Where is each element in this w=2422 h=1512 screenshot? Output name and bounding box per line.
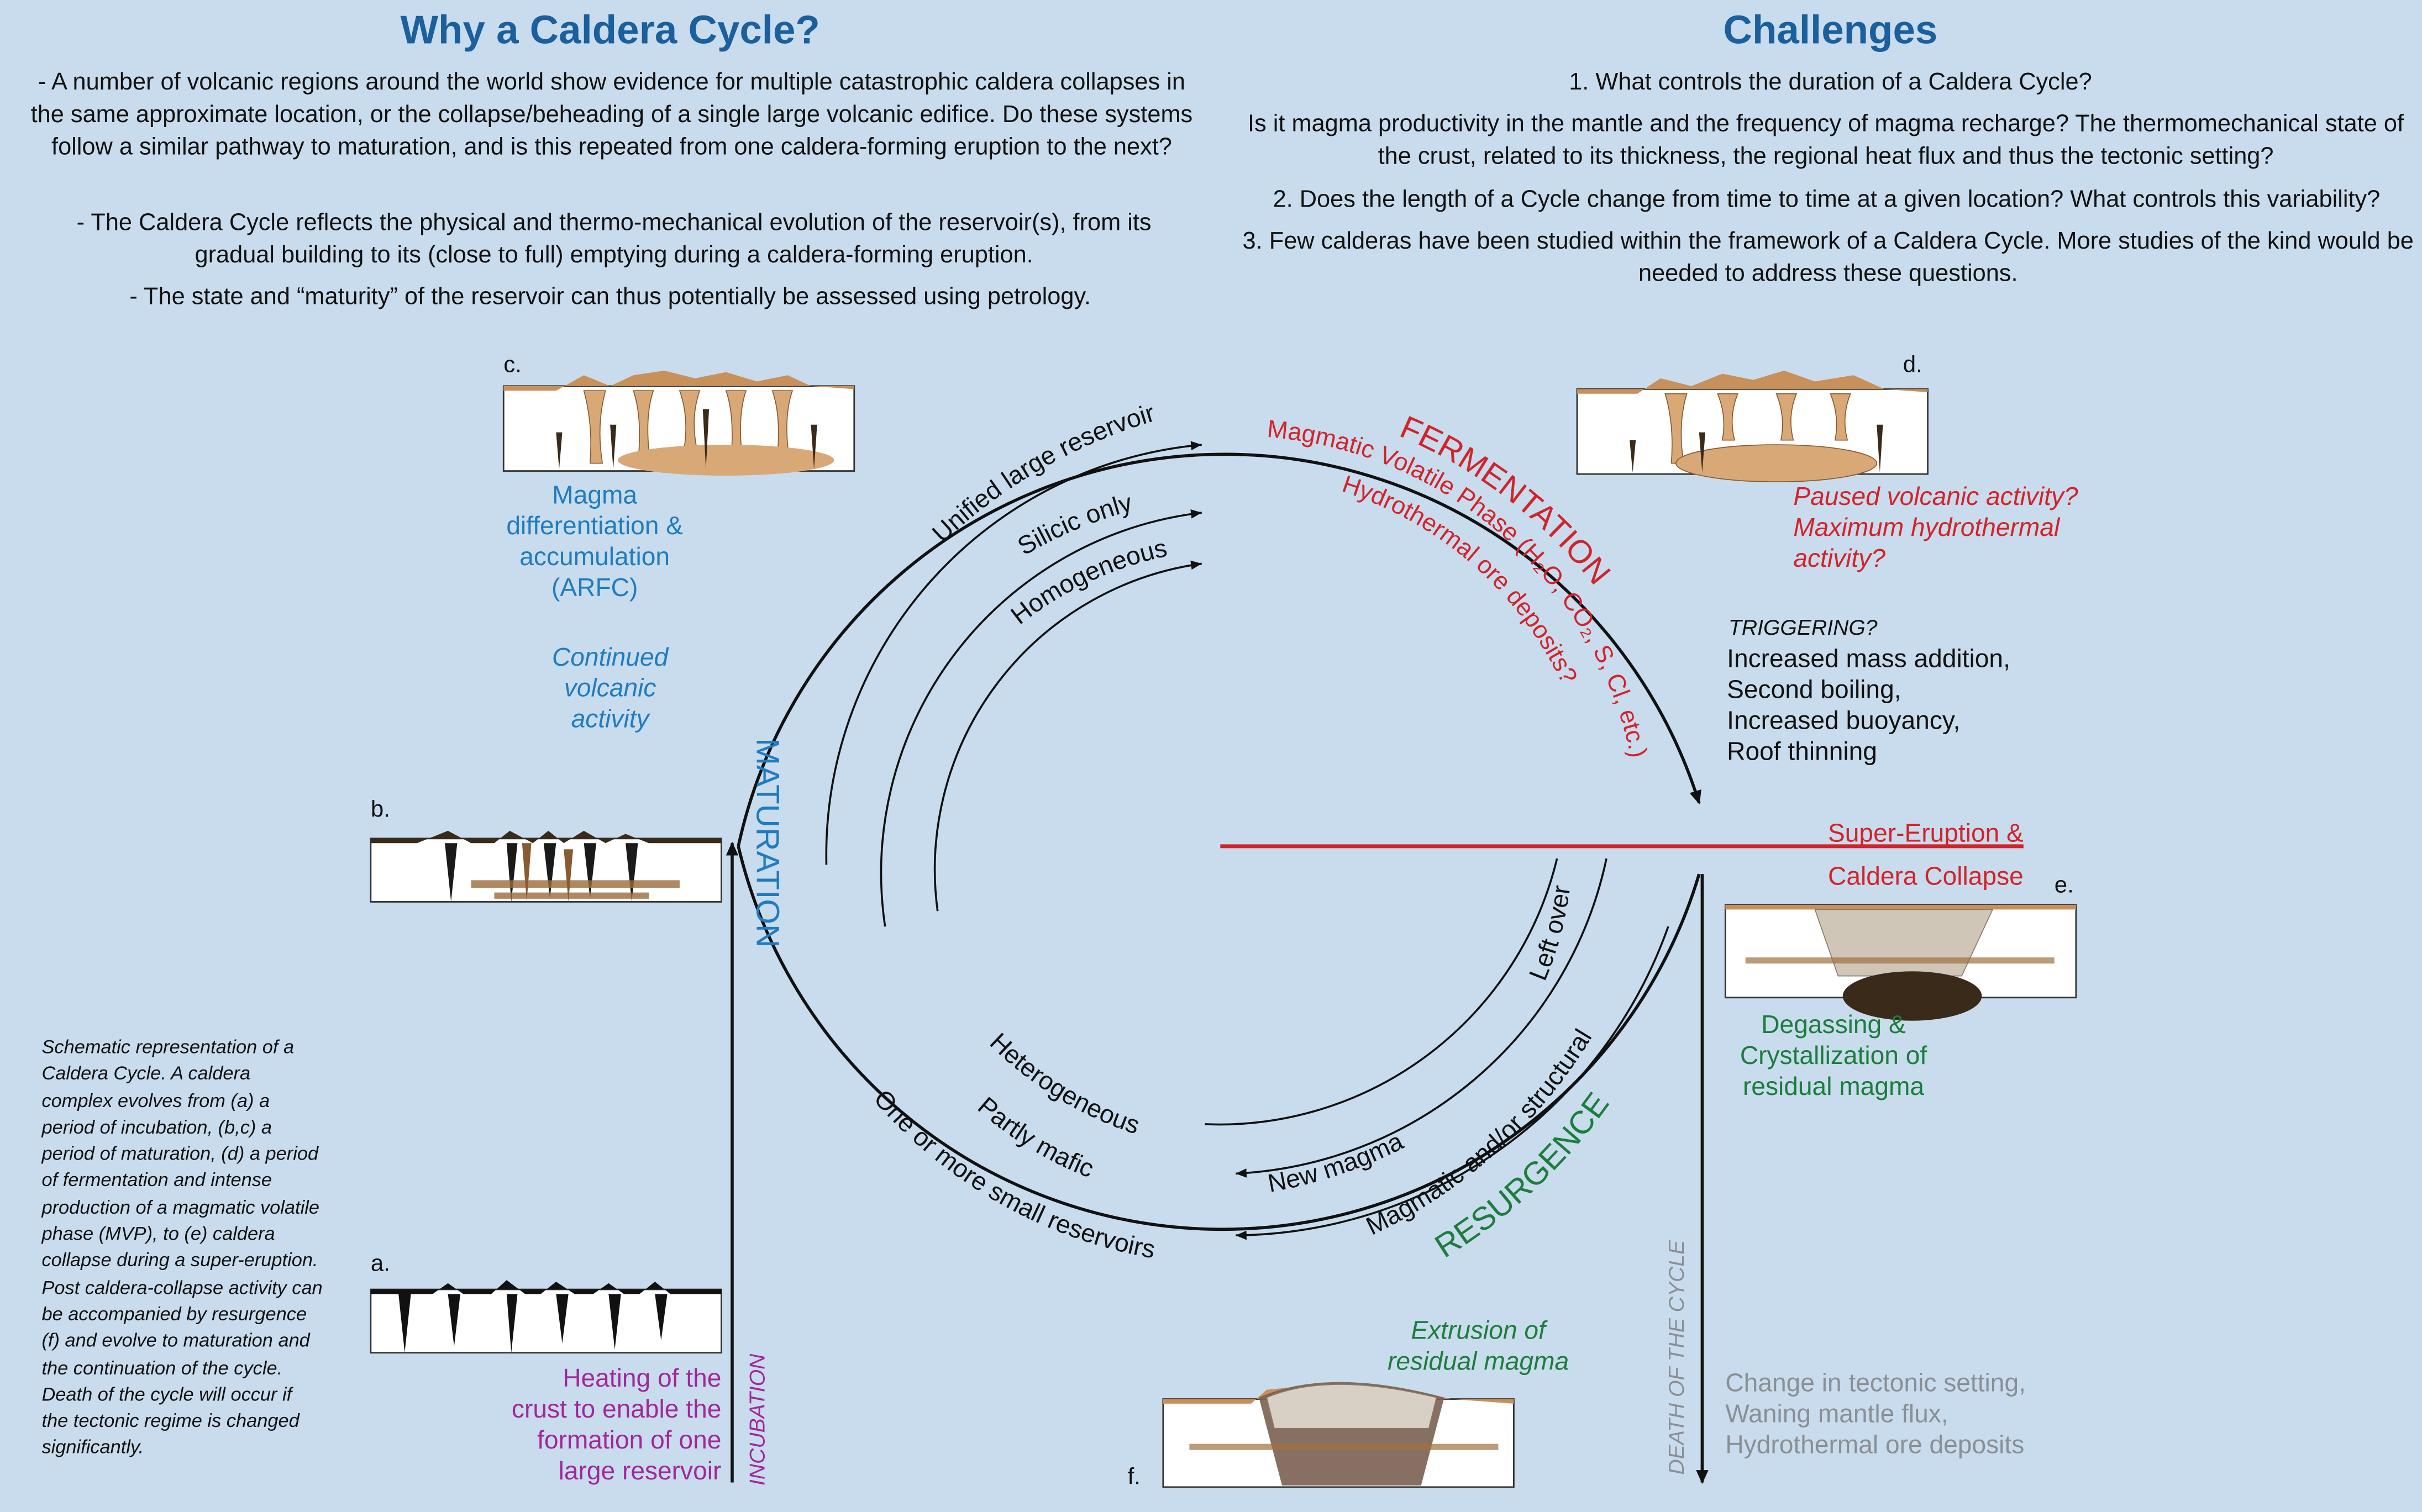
super-eruption-note: Super-Eruption & Caldera Collapse [1828, 820, 2024, 891]
label-death: DEATH OF THE CYCLE [1665, 1240, 1689, 1475]
label-incubation: INCUBATION [746, 1353, 770, 1485]
paused-activity-note: Paused volcanic activity? Maximum hydrot… [1793, 483, 2078, 573]
panel-a-sketch [370, 1280, 722, 1354]
label-maturation: MATURATION [750, 738, 786, 947]
arfc-note: Magma differentiation & accumulation (AR… [506, 482, 684, 603]
arc-left-over [1205, 858, 1558, 1126]
continued-activity-note: Continued volcanic activity [551, 644, 669, 734]
panel-label-f: f. [1127, 1463, 1141, 1490]
degassing-note: Degassing & Crystallization of residual … [1740, 1011, 1927, 1102]
arc-unified [825, 441, 1202, 865]
arc-homogeneous [933, 560, 1202, 912]
panel-label-e: e. [2054, 872, 2074, 899]
challenge-1-detail: Is it magma productivity in the mantle a… [1248, 111, 2404, 170]
panel-label-c: c. [503, 352, 522, 378]
extrusion-note: Extrusion of residual magma [1388, 1317, 1569, 1376]
panel-b-sketch [370, 830, 722, 903]
panel-label-d: d. [1903, 352, 1922, 378]
panel-label-b: b. [370, 797, 390, 823]
arc-silicic [880, 509, 1202, 927]
why-paragraph-3: - The state and “maturity” of the reserv… [129, 284, 1091, 310]
panel-d-sketch [1576, 370, 1929, 482]
panel-c-sketch [502, 370, 855, 476]
arc-new-magma [1236, 858, 1607, 1178]
panel-label-a: a. [370, 1251, 390, 1277]
challenge-3: 3. Few calderas have been studied within… [1242, 228, 2414, 287]
outer-cycle-arc-upper [737, 452, 1701, 847]
why-paragraph-2: - The Caldera Cycle reflects the physica… [76, 210, 1152, 269]
heating-note: Heating of the crust to enable the forma… [511, 1365, 722, 1486]
figure-caption: Schematic representation of a Caldera Cy… [41, 1036, 323, 1459]
challenge-2: 2. Does the length of a Cycle change fro… [1273, 187, 2381, 213]
challenges-heading: Challenges [1723, 6, 1938, 53]
label-left-over: Left over [1523, 883, 1575, 984]
challenge-1: 1. What controls the duration of a Calde… [1569, 69, 2092, 96]
why-paragraph-1: - A number of volcanic regions around th… [30, 69, 1193, 161]
panel-e-sketch [1724, 904, 2077, 1021]
death-causes-note: Change in tectonic setting, Waning mantl… [1725, 1369, 2026, 1460]
triggering-list: Increased mass addition, Second boiling,… [1727, 645, 2010, 766]
outer-cycle-arc-lower [737, 846, 1701, 1231]
panel-f-sketch [1162, 1382, 1515, 1488]
label-new-magma: New magma [1265, 1126, 1407, 1198]
triggering-title: TRIGGERING? [1728, 614, 1878, 640]
why-heading: Why a Caldera Cycle? [400, 6, 820, 53]
arc-structural [1236, 926, 1669, 1240]
